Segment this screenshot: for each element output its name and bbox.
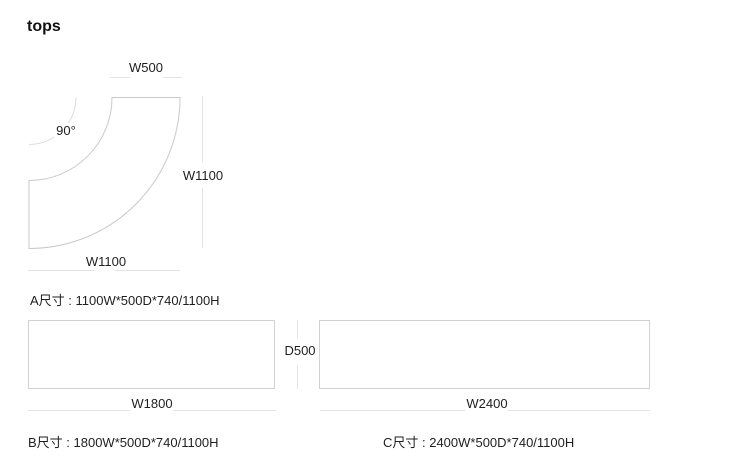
curved-top-a-drawing (28, 97, 181, 250)
dimension-line-segment (28, 410, 130, 411)
caption-a: A尺寸 : 1100W*500D*740/1100H (30, 293, 220, 308)
dimension-label-w1800: W1800 (131, 396, 173, 411)
dimension-line-segment (297, 365, 298, 389)
dimension-line-segment (28, 270, 95, 271)
dimension-line-segment (508, 410, 650, 411)
angle-label: 90° (54, 123, 78, 138)
dimension-line-segment (202, 188, 203, 248)
page-title: tops (27, 18, 61, 35)
dimension-label-w2400: W2400 (466, 396, 508, 411)
top-c-outline (319, 320, 650, 389)
top-b-outline (28, 320, 275, 389)
caption-c: C尺寸 : 2400W*500D*740/1100H (383, 435, 575, 450)
dimension-label-w1100-bottom: W1100 (85, 254, 127, 269)
dimension-line-segment (163, 77, 182, 78)
dimension-line-segment (320, 410, 465, 411)
dimension-label-w500: W500 (129, 60, 163, 75)
caption-b: B尺寸 : 1800W*500D*740/1100H (28, 435, 219, 450)
dimension-line-segment (115, 270, 180, 271)
curved-top-outline (28, 97, 181, 250)
dimension-label-w1100-right: W1100 (182, 168, 224, 183)
dimension-label-d500: D500 (284, 343, 316, 358)
dimension-line-segment (110, 77, 130, 78)
dimension-line-segment (297, 320, 298, 338)
dimension-line-segment (202, 96, 203, 162)
dimension-line-segment (173, 410, 276, 411)
